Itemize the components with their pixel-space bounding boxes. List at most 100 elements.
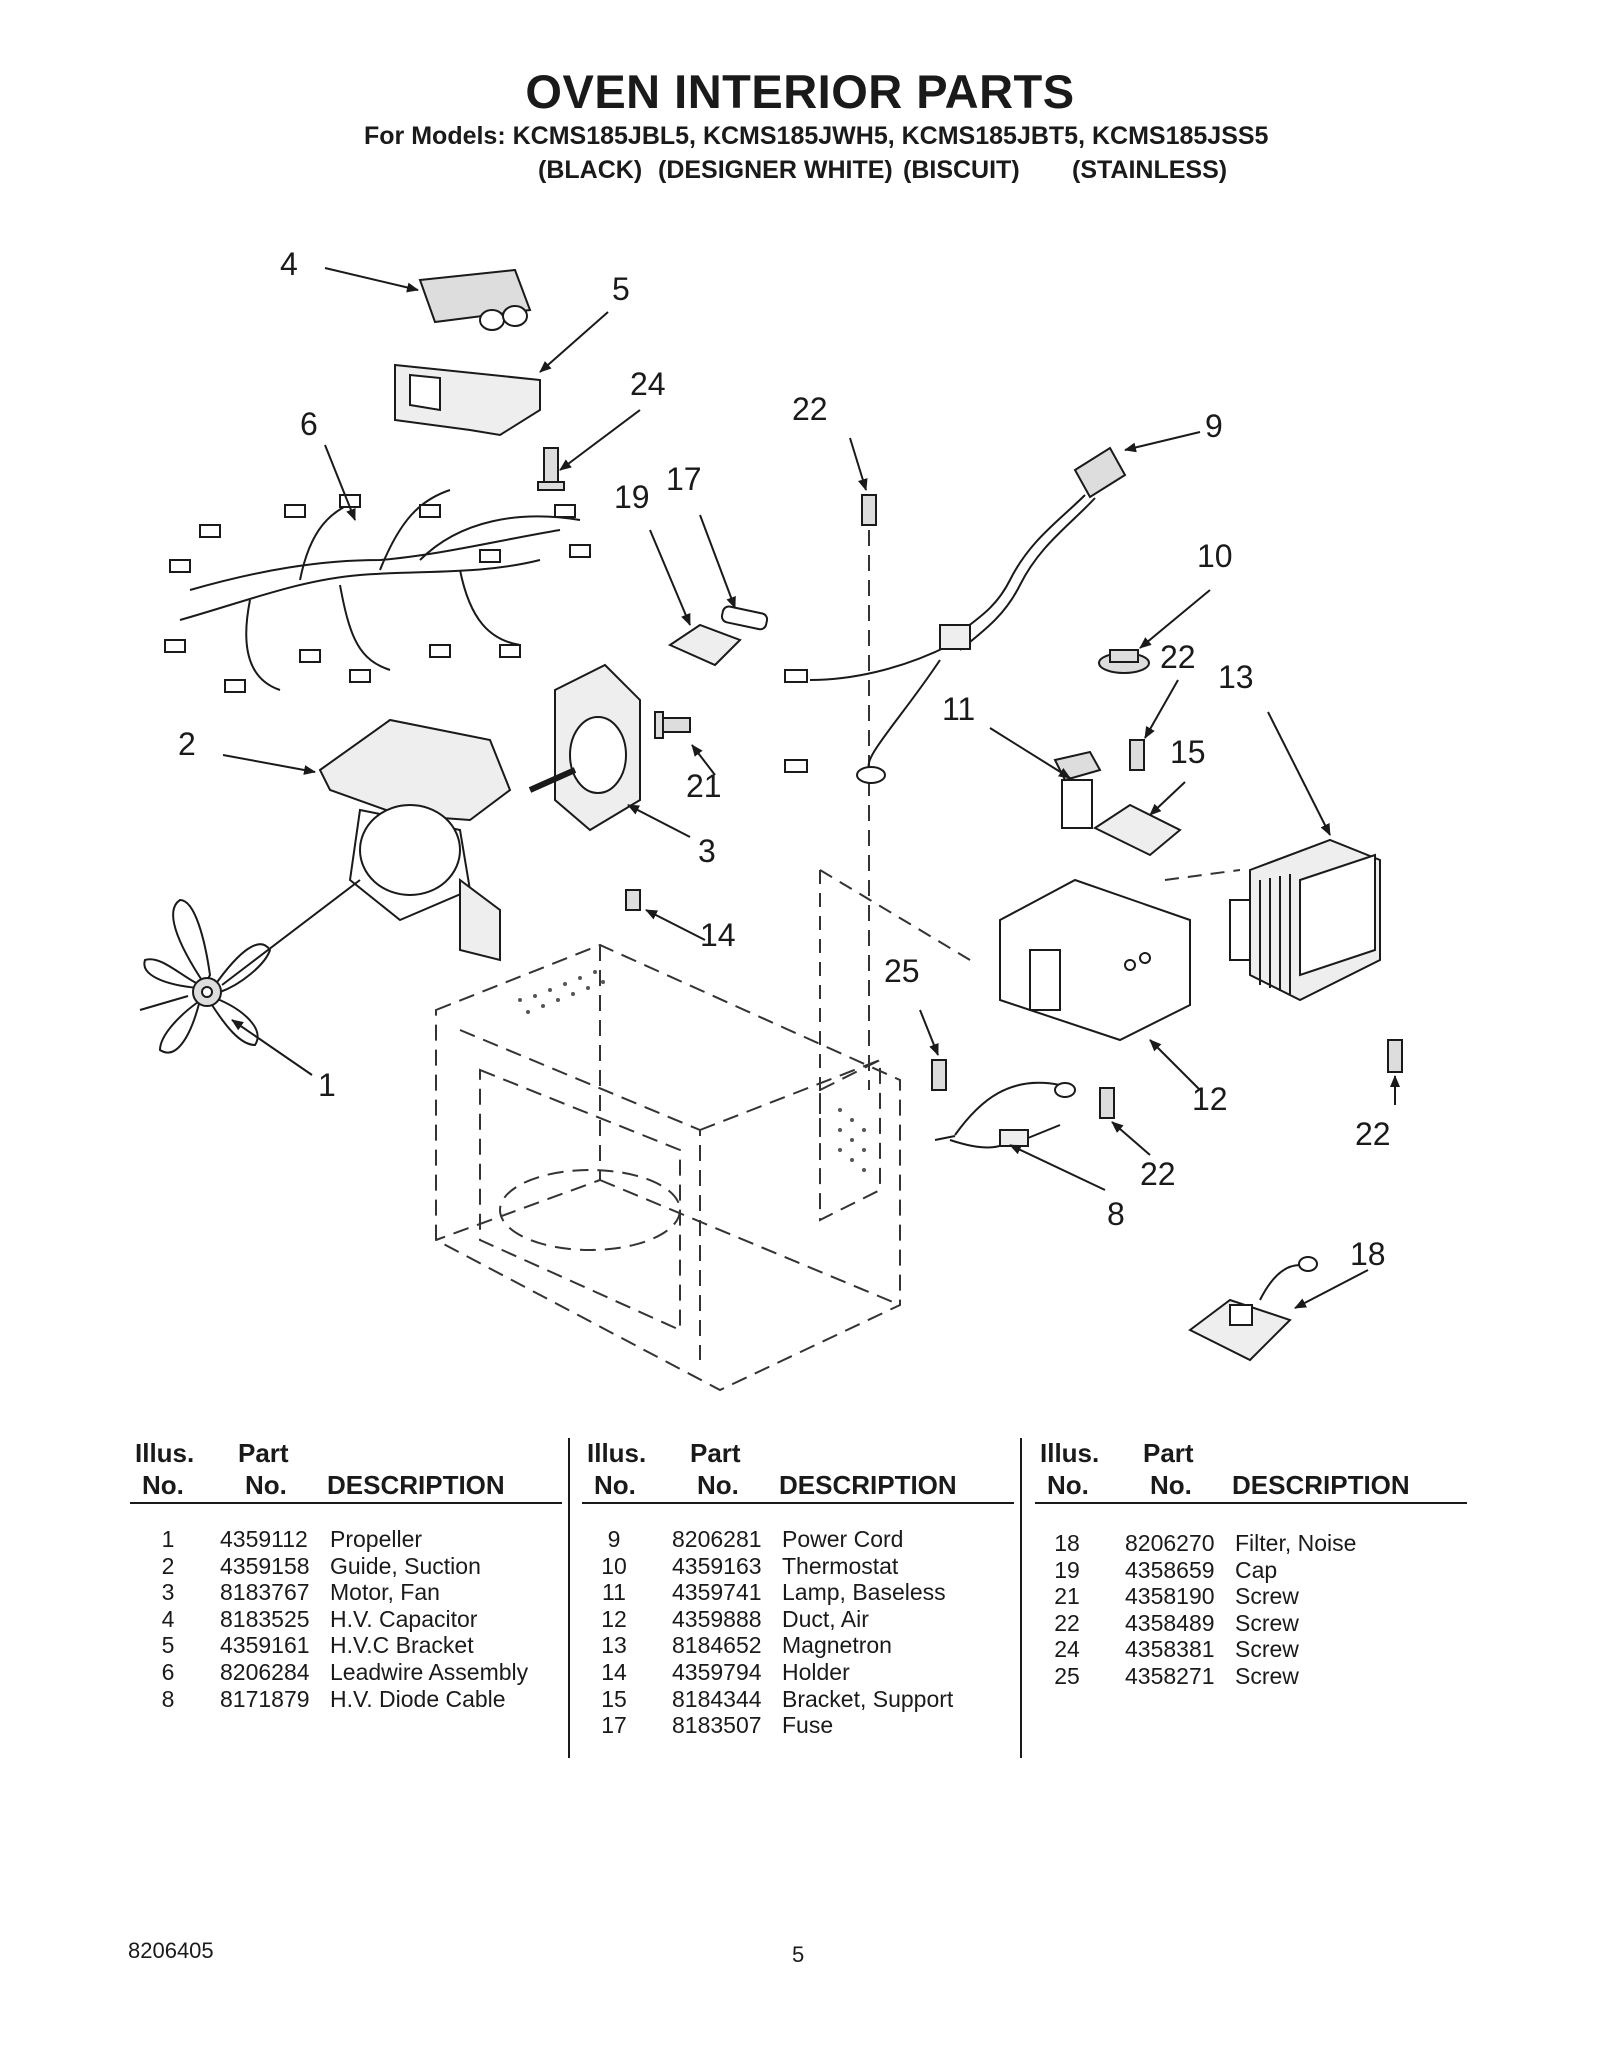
- callout-24: 24: [630, 366, 666, 402]
- header-rule: [130, 1502, 562, 1504]
- header-rule: [582, 1502, 1014, 1504]
- document-number: 8206405: [128, 1938, 214, 1963]
- header-part-no: No.: [1150, 1470, 1192, 1500]
- models-line: For Models: KCMS185JBL5, KCMS185JWH5, KC…: [364, 122, 1269, 150]
- callout-17: 17: [666, 461, 702, 497]
- header-illus-no: No.: [1047, 1470, 1089, 1500]
- callout-6: 6: [300, 406, 318, 442]
- screw-22-middle-part: [1129, 739, 1145, 771]
- air-duct-part: [999, 878, 1191, 1042]
- header-illus: Illus.: [1040, 1438, 1100, 1468]
- leadwire-assembly-part: [179, 489, 581, 691]
- callout-18: 18: [1350, 1236, 1386, 1272]
- callout-22-top: 22: [792, 391, 828, 427]
- header-illus: Illus.: [587, 1438, 647, 1468]
- screw-25-part: [931, 1059, 947, 1091]
- propeller-shaft-line: [139, 995, 189, 1011]
- color-stainless: (STAINLESS): [1072, 156, 1228, 184]
- callout-11: 11: [942, 691, 975, 727]
- header-illus-no: No.: [142, 1470, 184, 1500]
- table-divider-2: [1020, 1438, 1022, 1758]
- callout-22-bottom: 22: [1140, 1156, 1176, 1192]
- header-illus: Illus.: [135, 1438, 195, 1468]
- color-biscuit: (BISCUIT): [903, 156, 1020, 184]
- callout-21: 21: [686, 768, 722, 804]
- callout-22-right: 22: [1355, 1116, 1391, 1152]
- callout-9: 9: [1205, 408, 1223, 444]
- header-description: DESCRIPTION: [779, 1470, 957, 1500]
- table-divider-1: [568, 1438, 570, 1758]
- page-number: 5: [792, 1942, 805, 1967]
- suction-guide-part: [318, 718, 512, 962]
- leadwire-terminals: [164, 494, 591, 693]
- hv-capacitor-part: [418, 268, 532, 331]
- callout-15: 15: [1170, 734, 1206, 770]
- header-part: Part: [1143, 1438, 1194, 1468]
- lamp-part: [1053, 750, 1102, 829]
- header-part: Part: [690, 1438, 741, 1468]
- thermostat-part: [1098, 649, 1150, 674]
- callout-1: 1: [318, 1067, 336, 1103]
- noise-filter-part: [1188, 1256, 1318, 1362]
- table-header: Illus. Part No. No. DESCRIPTION: [582, 1438, 1014, 1504]
- holder-part: [625, 889, 641, 911]
- callout-13: 13: [1218, 659, 1254, 695]
- header-illus-no: No.: [594, 1470, 636, 1500]
- callout-2: 2: [178, 726, 196, 762]
- callout-leaders: [222, 267, 1400, 1309]
- header-part: Part: [238, 1438, 289, 1468]
- exploded-parts-diagram: 4 5 24 6 22 9 19 17 10 22 13 11 15 2 21 …: [139, 246, 1403, 1392]
- page-title: OVEN INTERIOR PARTS: [525, 65, 1075, 118]
- header-part-no: No.: [245, 1470, 287, 1500]
- support-bracket-part: [1092, 803, 1182, 857]
- callout-19: 19: [614, 479, 650, 515]
- callout-10: 10: [1197, 538, 1233, 574]
- callout-12: 12: [1192, 1081, 1228, 1117]
- header-part-no: No.: [697, 1470, 739, 1500]
- magnetron-part: [1229, 838, 1381, 1002]
- header-description: DESCRIPTION: [1232, 1470, 1410, 1500]
- propeller-axis-line: [221, 879, 361, 986]
- oven-vent-dots: [518, 970, 866, 1172]
- callout-8: 8: [1107, 1196, 1125, 1232]
- screw-22-top-part: [861, 494, 877, 526]
- callout-5: 5: [612, 271, 630, 307]
- color-designer-white: (DESIGNER WHITE): [658, 156, 893, 184]
- header-description: DESCRIPTION: [327, 1470, 505, 1500]
- duct-dashed-links: [819, 869, 1241, 1190]
- propeller-part: [143, 898, 272, 1054]
- cap-part: [667, 623, 742, 667]
- screw-22-right-part: [1387, 1039, 1403, 1073]
- screw-24-part: [537, 447, 565, 491]
- callout-14: 14: [700, 917, 736, 953]
- hvc-bracket-part: [394, 363, 541, 437]
- callout-25: 25: [884, 953, 920, 989]
- hv-diode-cable-part: [934, 1081, 1076, 1149]
- color-black: (BLACK): [538, 156, 643, 184]
- header-rule: [1035, 1502, 1467, 1504]
